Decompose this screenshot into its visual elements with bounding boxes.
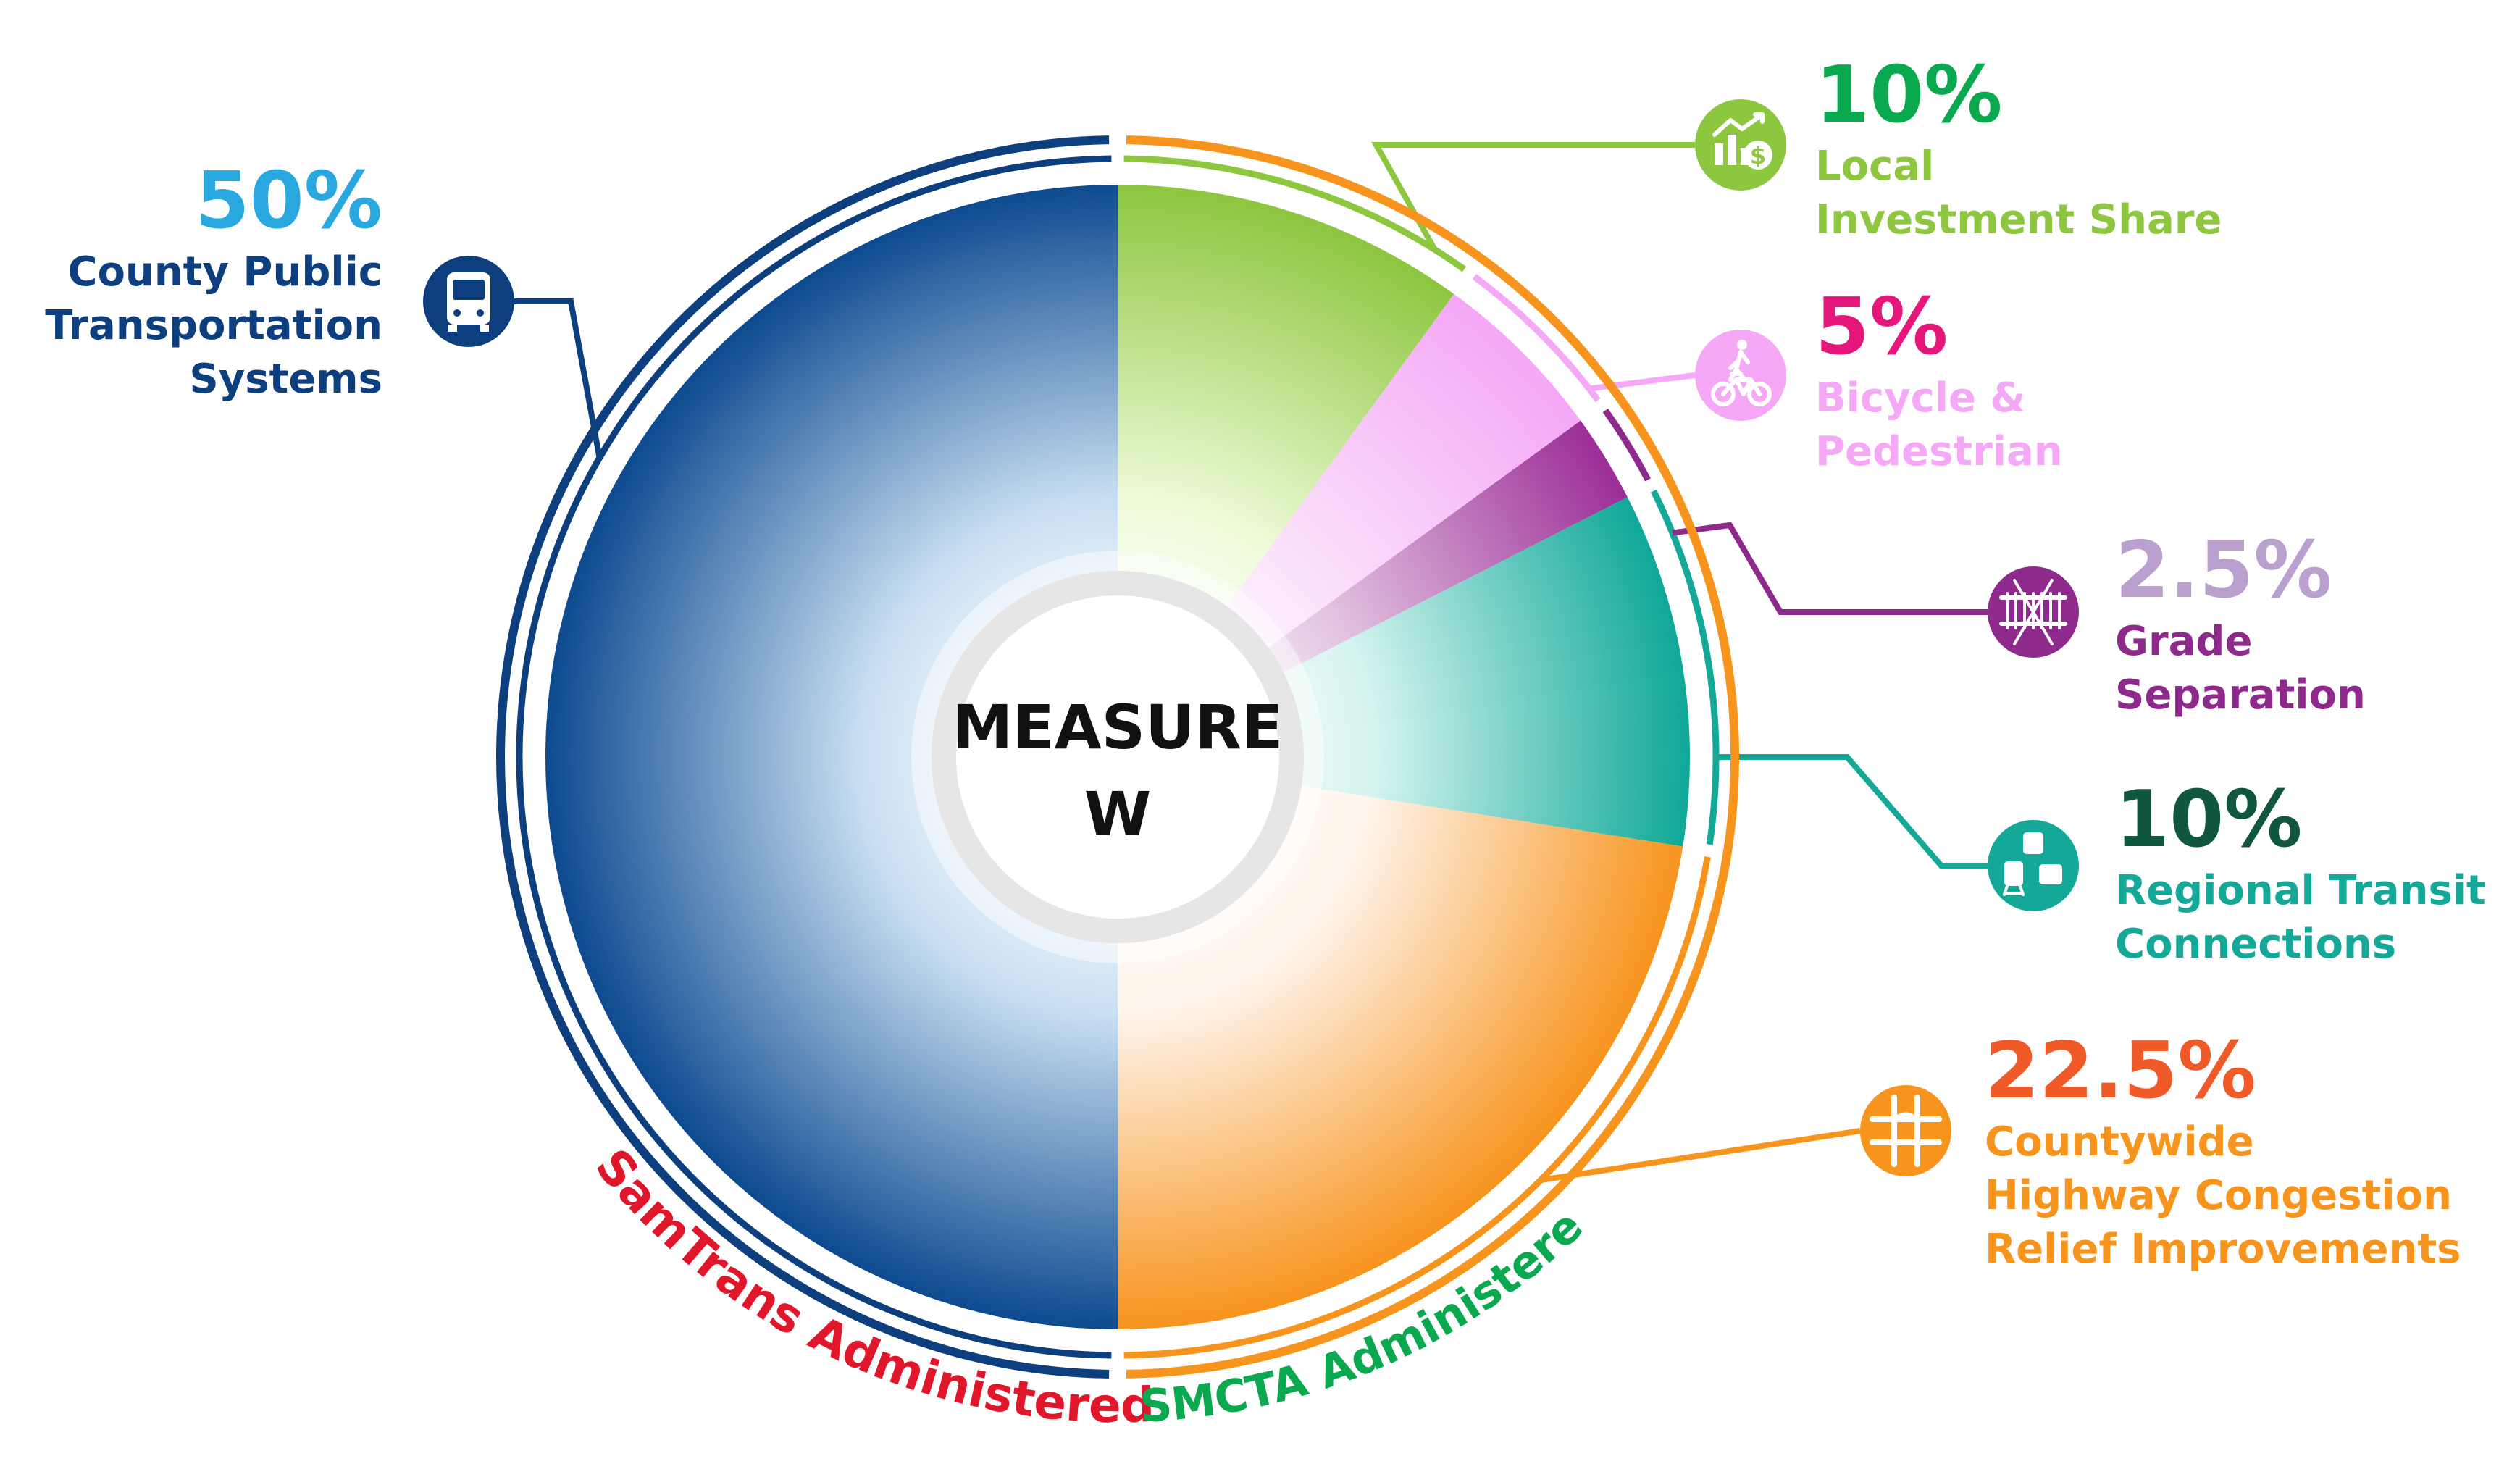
slice-outer-arc — [516, 155, 1112, 1359]
slice-outer-arc — [1602, 408, 1651, 482]
highway-interchange-icon — [1860, 1085, 1951, 1176]
category-icons: $ — [423, 99, 2079, 1176]
slice-label-line: Pedestrian — [1815, 428, 2063, 475]
regional-transit-icon — [1988, 820, 2079, 911]
leader-line — [1371, 142, 1695, 251]
leader-line — [1716, 754, 1988, 869]
bicycle-pedestrian-icon — [1695, 330, 1786, 421]
center-label-line-2: W — [1084, 779, 1152, 850]
slice-percent: 22.5% — [1985, 1026, 2256, 1116]
slice-label-line: Local — [1815, 143, 1934, 190]
svg-text:$: $ — [1750, 142, 1766, 170]
bus-icon — [423, 256, 514, 347]
slice-label-line: Relief Improvements — [1985, 1226, 2461, 1273]
leader-line — [514, 298, 603, 459]
slice-label-line: Separation — [2115, 672, 2366, 719]
slice-label-line: Grade — [2115, 618, 2252, 665]
slice-percent: 10% — [2115, 774, 2303, 865]
slice-label: 5%Bicycle & Pedestrian — [1815, 282, 2063, 475]
slice-label-line: Regional Transit — [2115, 867, 2486, 914]
leader-line — [1540, 1128, 1861, 1184]
center-label-line-1: MEASURE — [953, 692, 1284, 763]
slice-label-line: Investment Share — [1815, 196, 2222, 243]
center-badge: MEASURE W — [911, 551, 1324, 963]
slice-label-line: County Public — [67, 248, 382, 296]
slice-outer-arc — [1123, 856, 1711, 1359]
leader-line — [1672, 522, 1988, 615]
slice-label-line: Transportation — [45, 302, 382, 349]
slice-label-line: Systems — [189, 356, 382, 403]
slice-percent: 2.5% — [2115, 525, 2332, 616]
samtrans-group-arc — [495, 135, 1110, 1379]
slice-outer-arc — [1472, 274, 1601, 403]
smcta-group-arc — [1126, 135, 1740, 1379]
slice-percent: 10% — [1815, 50, 2003, 141]
slice-percent: 5% — [1815, 282, 1948, 372]
slice-label-line: Highway Congestion — [1985, 1172, 2452, 1219]
slice-percent: 50% — [195, 156, 382, 246]
center-disc — [932, 571, 1304, 943]
slice-label-line: Connections — [2115, 921, 2396, 968]
slice-label-line: Countywide — [1985, 1118, 2254, 1166]
investment-icon: $ — [1695, 99, 1786, 191]
slice-outer-arc — [1650, 489, 1720, 845]
pie-slice — [545, 185, 1118, 1329]
slice-outer-arc — [1123, 155, 1467, 272]
slice-label-line: Bicycle & — [1815, 375, 2025, 422]
outer-arcs — [516, 155, 1720, 1359]
railroad-crossing-icon — [1988, 566, 2079, 658]
pie-slice — [1118, 757, 1683, 1330]
